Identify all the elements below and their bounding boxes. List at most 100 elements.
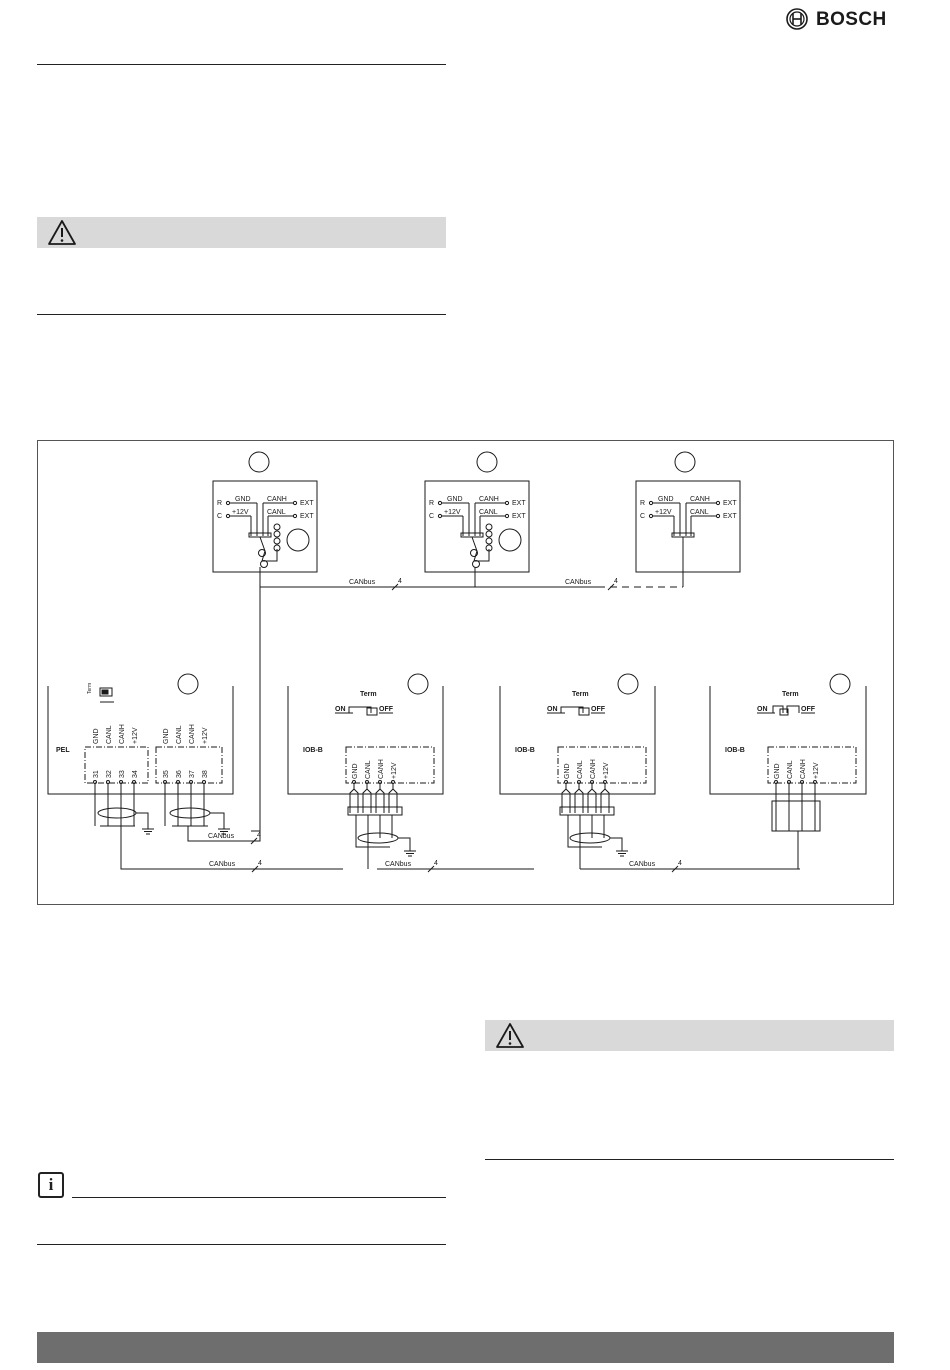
terminal-label: R xyxy=(640,500,645,507)
wire-bundle xyxy=(250,503,269,536)
terminal-label: R xyxy=(429,500,434,507)
terminal-screw xyxy=(437,500,443,506)
term-label: Term xyxy=(87,683,93,694)
term-switch xyxy=(99,687,113,697)
pin-label: +12V xyxy=(232,509,249,516)
terminal-label: C xyxy=(640,513,645,520)
cable-clamp xyxy=(771,800,821,832)
terminal-block xyxy=(557,746,647,784)
canbus-label: CANbus xyxy=(629,861,656,868)
canbus-wire xyxy=(580,831,799,870)
terminal-screw xyxy=(437,513,443,519)
wiring-diagram-canvas: RCGND+12VCANHCANLEXTEXTRCGND+12VCANHCANL… xyxy=(47,451,867,873)
pin-label: CANL xyxy=(106,725,113,744)
pin-label: GND xyxy=(163,728,170,744)
wire xyxy=(561,783,571,813)
term-jumper-block xyxy=(366,707,378,716)
room-controller xyxy=(424,480,530,573)
bosch-logo: BOSCH xyxy=(786,8,898,34)
coil-winding xyxy=(485,530,493,538)
warning-bar xyxy=(485,1020,894,1051)
connector-plug xyxy=(559,806,615,816)
terminal-screw xyxy=(504,513,510,519)
cable-ferrite xyxy=(472,560,480,568)
wire-count-tick xyxy=(250,837,258,845)
coil-winding xyxy=(485,537,493,545)
pin-label: +12V xyxy=(603,762,610,779)
cable-ferrite xyxy=(258,549,266,557)
pin-label: +12V xyxy=(391,762,398,779)
pin-label: EXT xyxy=(512,500,526,507)
pin-label: CANL xyxy=(267,509,286,516)
mounting-hole xyxy=(498,528,522,552)
callout-circle xyxy=(177,673,199,695)
term-jumper-block xyxy=(779,708,789,716)
shield-wire xyxy=(136,812,149,823)
terminal-screw xyxy=(292,500,298,506)
terminal-screw xyxy=(504,500,510,506)
on-label: ON xyxy=(757,706,768,713)
warning-triangle-icon xyxy=(48,220,76,245)
wire-count-label: 4 xyxy=(434,860,438,867)
wire xyxy=(567,815,605,848)
wire-count-tick xyxy=(427,865,435,873)
pin-label: CANL xyxy=(690,509,709,516)
pin-label: EXT xyxy=(300,500,314,507)
wire xyxy=(471,536,490,562)
callout-circle xyxy=(829,673,851,695)
canbus-wire xyxy=(187,826,261,842)
pin-label: GND xyxy=(352,763,359,779)
wire xyxy=(355,815,393,848)
pin-label: CANH xyxy=(189,724,196,744)
section-rule xyxy=(37,314,446,315)
wire-count-label: 4 xyxy=(678,860,682,867)
cable-ferrite xyxy=(260,560,268,568)
pin-label: CANL xyxy=(365,760,372,779)
footer-bar xyxy=(37,1332,894,1363)
bosch-armature-icon xyxy=(786,8,808,30)
canbus-label: CANbus xyxy=(565,579,592,586)
wire xyxy=(587,783,597,813)
wire-count-label: 4 xyxy=(258,860,262,867)
coil-winding xyxy=(273,530,281,538)
pin-label: GND xyxy=(658,496,674,503)
terminal-screw xyxy=(225,513,231,519)
wire-count-tick xyxy=(607,583,615,591)
iob-label: IOB-B xyxy=(725,747,745,754)
wire-count-label: 4 xyxy=(257,832,261,839)
iob-label: IOB-B xyxy=(515,747,535,754)
terminal-screw xyxy=(648,500,654,506)
wire-bundle xyxy=(462,503,481,536)
pin-label: CANH xyxy=(590,759,597,779)
wire xyxy=(259,536,278,562)
terminal-block xyxy=(155,746,223,784)
pin-label: EXT xyxy=(300,513,314,520)
pin-label: CANL xyxy=(479,509,498,516)
module-housing xyxy=(287,686,444,795)
off-label: OFF xyxy=(801,706,816,713)
wire-count-tick xyxy=(391,583,399,591)
pin-label: CANH xyxy=(479,496,499,503)
term-jumper-block xyxy=(578,707,590,716)
section-rule xyxy=(37,64,446,65)
term-jumper xyxy=(348,706,372,713)
warning-bar xyxy=(37,217,446,248)
coil-winding xyxy=(485,523,493,531)
canbus-label: CANbus xyxy=(209,861,236,868)
connector-plug xyxy=(347,806,403,816)
pin-label: CANH xyxy=(800,759,807,779)
terminal-screw xyxy=(715,500,721,506)
room-controller xyxy=(212,480,318,573)
cable-ferrite xyxy=(470,549,478,557)
wire xyxy=(362,783,372,813)
pin-label: EXT xyxy=(512,513,526,520)
section-rule xyxy=(485,1159,894,1160)
wire xyxy=(349,783,359,813)
wire-count-tick xyxy=(251,865,259,873)
wire xyxy=(388,783,398,813)
module-housing xyxy=(47,686,234,795)
pin-label: +12V xyxy=(444,509,461,516)
shield-wire xyxy=(210,812,225,823)
callout-circle xyxy=(617,673,639,695)
